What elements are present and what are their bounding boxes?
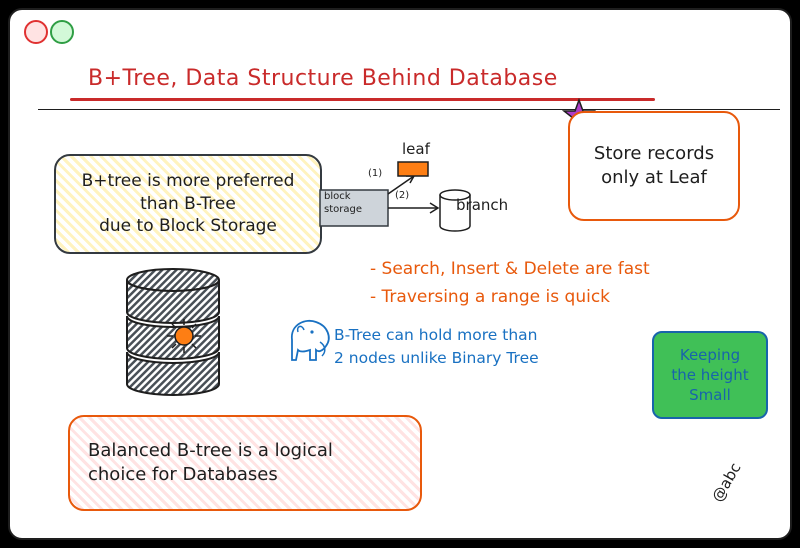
preferred-text: B+tree is more preferred than B-Tree due… <box>81 170 295 237</box>
title-underline <box>70 98 655 101</box>
whiteboard-card: B+Tree, Data Structure Behind Database B… <box>8 8 792 540</box>
bullet-search: - Search, Insert & Delete are fast <box>370 259 650 279</box>
balanced-box: Balanced B-tree is a logical choice for … <box>68 415 422 511</box>
block-storage-label: block storage <box>324 191 362 215</box>
author-handle: @abc <box>708 459 745 505</box>
arrow-1 <box>387 175 415 195</box>
arrow-1-label: (1) <box>368 168 383 179</box>
height-text: Keeping the height Small <box>671 345 749 405</box>
page-title: B+Tree, Data Structure Behind Database <box>88 66 558 91</box>
database-icon <box>126 268 220 396</box>
storage-diagram <box>319 161 471 232</box>
branch-cylinder-body <box>439 195 471 232</box>
header-divider <box>38 109 780 110</box>
bullet-traverse: - Traversing a range is quick <box>370 287 611 307</box>
leaf-node <box>397 161 429 177</box>
green-window-dot <box>50 20 74 44</box>
preferred-box: B+tree is more preferred than B-Tree due… <box>54 154 322 254</box>
arrow-2-label: (2) <box>395 190 410 201</box>
branch-label: branch <box>456 196 509 214</box>
elephant-icon <box>291 319 330 361</box>
red-window-dot <box>24 20 48 44</box>
btree-note: B-Tree can hold more than 2 nodes unlike… <box>334 326 539 368</box>
leaf-label: leaf <box>402 140 430 158</box>
store-records-box: Store records only at Leaf <box>568 111 740 221</box>
store-records-text: Store records only at Leaf <box>593 142 715 188</box>
block-storage-rect <box>319 189 389 227</box>
burst-icon <box>167 319 201 353</box>
balanced-text: Balanced B-tree is a logical choice for … <box>88 439 333 485</box>
height-box: Keeping the height Small <box>652 331 768 419</box>
